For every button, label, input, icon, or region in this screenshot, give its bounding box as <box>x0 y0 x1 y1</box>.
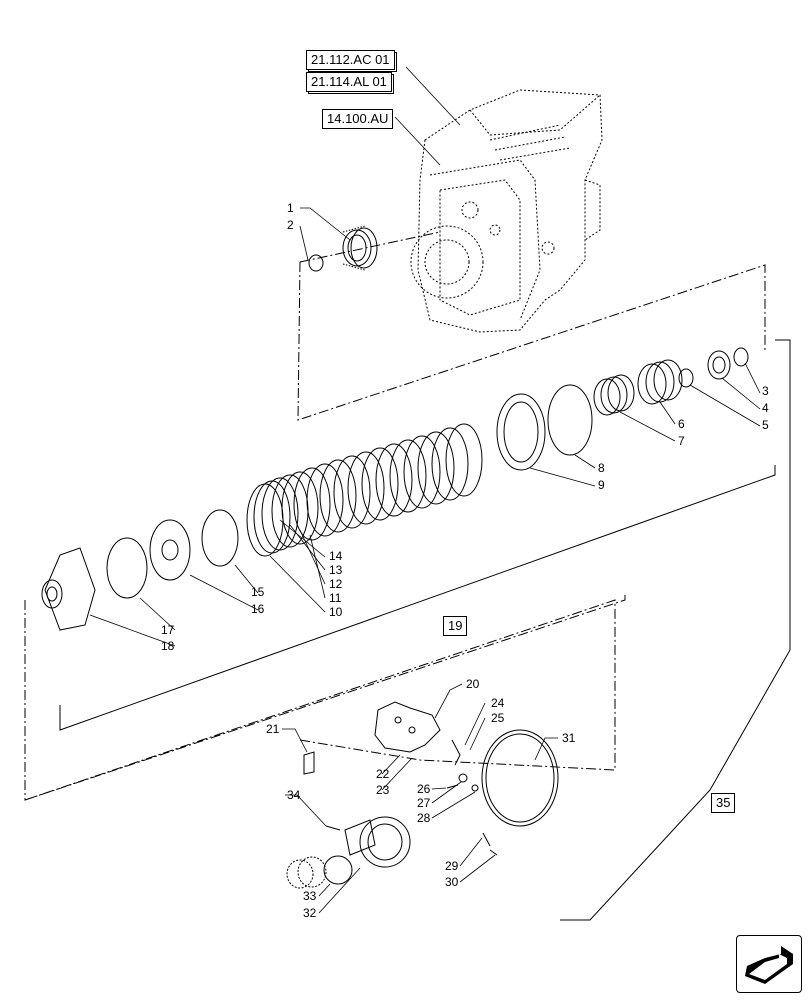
callout-5: 5 <box>762 418 769 432</box>
part-32-piston-assembly <box>344 816 411 868</box>
group-35-outline <box>560 339 791 921</box>
callout-24: 24 <box>491 696 505 710</box>
part-5-ring <box>678 368 694 388</box>
part-4-seal <box>707 350 731 380</box>
part-34-screw <box>325 825 341 831</box>
callout-15: 15 <box>251 585 265 599</box>
callout-1: 1 <box>287 201 294 215</box>
part-17-ring <box>106 537 148 599</box>
reference-19[interactable]: 19 <box>443 616 468 636</box>
part-31-brake-band <box>481 729 559 827</box>
callout-23: 23 <box>376 783 390 797</box>
group-19-outline <box>59 465 776 731</box>
reference-14-100-au[interactable]: 14.100.AU <box>322 109 394 129</box>
part-20-valve-body <box>374 701 441 753</box>
callout-30: 30 <box>445 875 459 889</box>
part-8-snap-ring <box>547 384 593 456</box>
part-24-lever <box>451 739 461 766</box>
callout-25: 25 <box>491 711 505 725</box>
callout-22: 22 <box>376 767 390 781</box>
callout-11: 11 <box>329 591 342 605</box>
callout-31: 31 <box>562 731 576 745</box>
part-29-screw <box>482 832 491 847</box>
transmission-housing <box>410 89 603 333</box>
callout-27: 27 <box>417 796 431 810</box>
callout-29: 29 <box>445 859 459 873</box>
callout-26: 26 <box>417 782 431 796</box>
part-18-clutch-housing <box>41 547 96 631</box>
clutch-plate-pack <box>246 423 483 557</box>
reference-21-112-ac-01[interactable]: 21.112.AC 01 <box>306 50 395 70</box>
callout-16: 16 <box>251 602 265 616</box>
callout-9: 9 <box>598 478 605 492</box>
callout-17: 17 <box>161 623 175 637</box>
callout-6: 6 <box>678 417 685 431</box>
callout-7: 7 <box>678 434 685 448</box>
callout-13: 13 <box>329 563 343 577</box>
leader-lines <box>89 66 761 914</box>
callout-12: 12 <box>329 577 343 591</box>
part-3-ring <box>733 347 749 367</box>
callout-28: 28 <box>417 811 431 825</box>
part-9-plate <box>496 393 546 471</box>
part-15-ring <box>201 509 239 567</box>
part-6-spring <box>637 359 683 405</box>
part-1-gear <box>342 225 378 271</box>
part-33-ring <box>323 855 353 885</box>
part-27-nut <box>458 773 468 783</box>
callout-32: 32 <box>303 906 317 920</box>
callout-10: 10 <box>329 605 343 619</box>
callout-4: 4 <box>762 401 769 415</box>
callout-34: 34 <box>287 788 301 802</box>
callout-14: 14 <box>329 549 343 563</box>
reference-35[interactable]: 35 <box>711 793 736 813</box>
reference-21-114-al-01[interactable]: 21.114.AL 01 <box>306 72 392 92</box>
callout-33: 33 <box>303 889 317 903</box>
callout-8: 8 <box>598 461 605 475</box>
callout-20: 20 <box>466 677 480 691</box>
part-2-washer <box>308 254 324 272</box>
part-30-bolt <box>489 849 498 856</box>
part-33-seal <box>297 856 327 888</box>
callout-18: 18 <box>161 639 175 653</box>
callout-21: 21 <box>266 722 280 736</box>
callout-3: 3 <box>762 384 769 398</box>
part-21-fitting <box>303 751 315 775</box>
axis-line-upper <box>297 231 766 421</box>
part-7-spring <box>593 374 635 416</box>
next-page-arrow-icon <box>745 946 793 984</box>
next-page-button[interactable] <box>736 935 802 993</box>
callout-2: 2 <box>287 218 294 232</box>
part-28-washer <box>471 784 479 792</box>
axis-line-lower <box>24 595 626 801</box>
part-16-piston <box>149 519 191 581</box>
